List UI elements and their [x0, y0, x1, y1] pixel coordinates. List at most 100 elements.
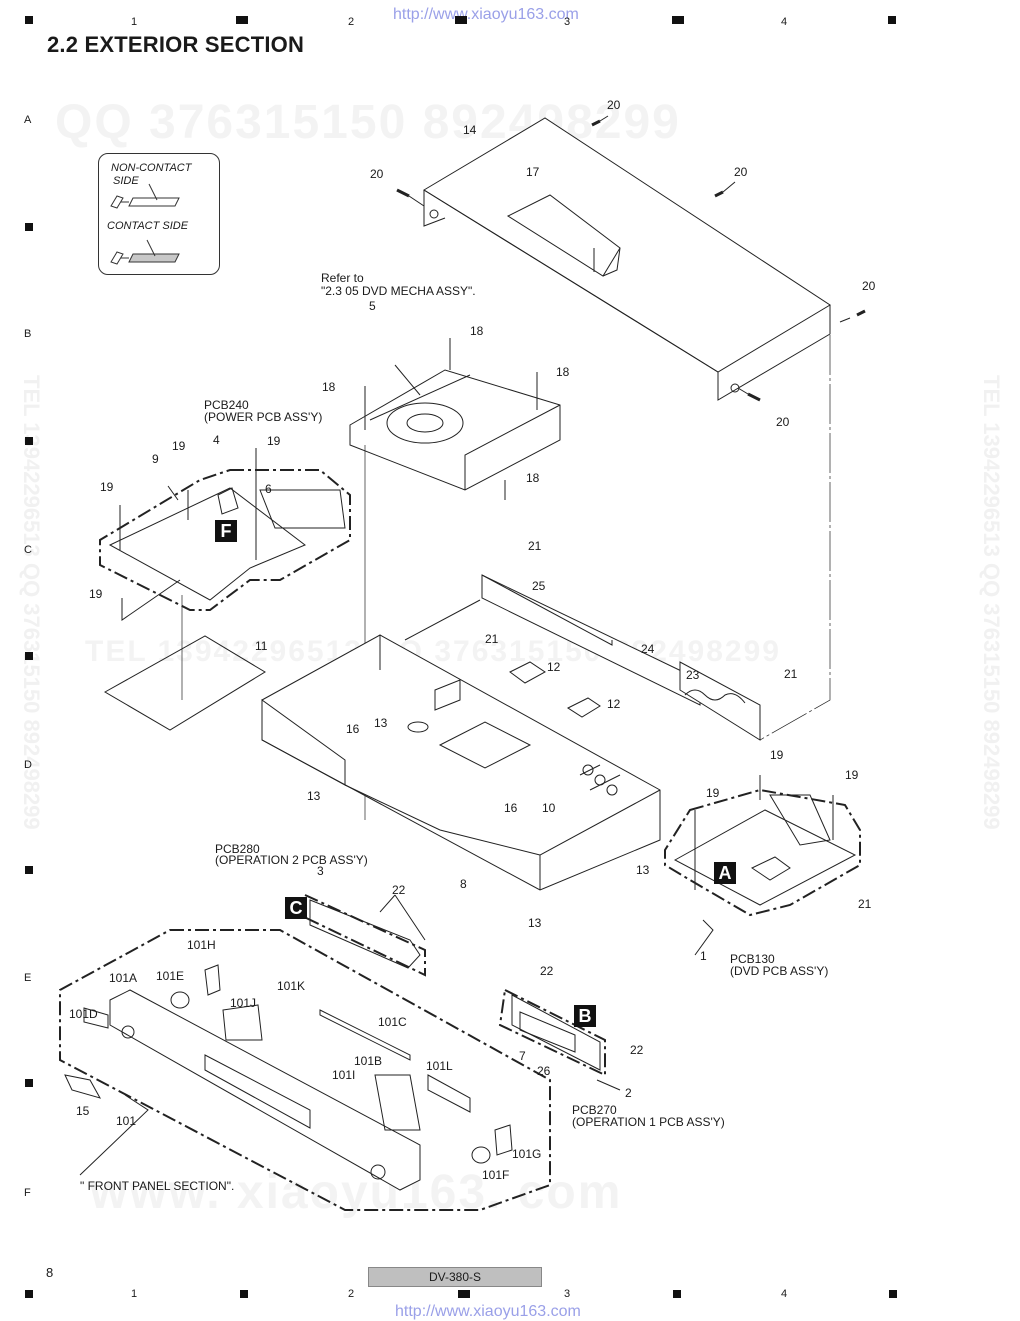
- row-label: D: [24, 759, 32, 771]
- dvd-mecha-part: [349, 338, 561, 820]
- legend-non-contact-label: NON-CONTACT: [111, 162, 192, 174]
- row-label: B: [24, 328, 32, 340]
- legend-cable-icons: [110, 183, 180, 265]
- pcb280-code: PCB280: [215, 842, 260, 856]
- pcb130-outline: [664, 775, 861, 956]
- callout-19: 19: [172, 439, 186, 453]
- pcb280-badge: C: [285, 897, 307, 919]
- callout-20: 20: [370, 167, 384, 181]
- bracket-12-part: [509, 661, 601, 718]
- callout-7: 7: [519, 1049, 526, 1063]
- column-label: 4: [781, 1288, 788, 1300]
- callout-23: 23: [686, 668, 700, 682]
- column-label: 2: [348, 16, 355, 28]
- legend-contact-label: CONTACT SIDE: [107, 220, 189, 232]
- column-label: 1: [131, 16, 138, 28]
- pcb270-badge: B: [574, 1005, 596, 1027]
- refer-note: Refer to: [321, 271, 364, 285]
- callout-101C: 101C: [378, 1015, 407, 1029]
- register-mark: [25, 437, 33, 445]
- register-mark: [25, 1079, 33, 1087]
- row-label: F: [24, 1187, 31, 1199]
- callout-26: 26: [537, 1064, 551, 1078]
- callout-6: 6: [265, 482, 272, 496]
- pcb280-name: (OPERATION 2 PCB ASS'Y): [215, 853, 368, 867]
- row-label: C: [24, 544, 32, 556]
- pcb270-name: (OPERATION 1 PCB ASS'Y): [572, 1115, 725, 1129]
- callout-13: 13: [636, 863, 650, 877]
- callout-16: 16: [504, 801, 518, 815]
- refer-note-2: "2.3 05 DVD MECHA ASSY".: [321, 284, 476, 298]
- callout-19: 19: [267, 434, 281, 448]
- callout-101L: 101L: [426, 1059, 453, 1073]
- callout-20: 20: [776, 415, 790, 429]
- callout-18: 18: [556, 365, 570, 379]
- callout-101K: 101K: [277, 979, 306, 993]
- watermark-url-top: http://www.xiaoyu163.com: [393, 6, 579, 23]
- power-insulator-part: [103, 595, 266, 731]
- callout-19: 19: [770, 748, 784, 762]
- callout-12: 12: [607, 697, 621, 711]
- callout-5: 5: [369, 299, 376, 313]
- pcb130-code: PCB130: [730, 952, 775, 966]
- pcb130-name: (DVD PCB ASS'Y): [730, 964, 829, 978]
- register-mark: [672, 16, 684, 24]
- callout-19: 19: [845, 768, 859, 782]
- callout-14: 14: [463, 123, 477, 137]
- register-mark: [458, 1290, 470, 1298]
- front-panel-outline: [59, 929, 551, 1211]
- column-label: 1: [131, 1288, 138, 1300]
- register-mark: [888, 16, 896, 24]
- callout-15: 15: [76, 1104, 90, 1118]
- callout-11: 11: [255, 639, 268, 653]
- callout-22: 22: [392, 883, 406, 897]
- watermark-side-left: TEL 13942296513 QQ 376315150 892498299: [19, 375, 44, 830]
- column-label: 4: [781, 16, 788, 28]
- register-mark: [25, 16, 33, 24]
- pcb130-badge: A: [714, 862, 736, 884]
- register-mark: [25, 223, 33, 231]
- callout-20: 20: [734, 165, 748, 179]
- section-title: 2.2 EXTERIOR SECTION: [47, 32, 305, 57]
- callout-2: 2: [625, 1086, 632, 1100]
- callout-101: 101: [116, 1114, 137, 1128]
- callout-13: 13: [528, 916, 542, 930]
- register-mark: [236, 16, 248, 24]
- callout-101G: 101G: [512, 1147, 542, 1161]
- callout-1: 1: [700, 949, 707, 963]
- front-panel-note: " FRONT PANEL SECTION".: [80, 1179, 235, 1193]
- callout-12: 12: [547, 660, 561, 674]
- contact-side-legend: NON-CONTACT SIDE CONTACT SIDE: [98, 153, 220, 275]
- callout-19: 19: [100, 480, 114, 494]
- register-mark: [240, 1290, 248, 1298]
- callout-18: 18: [322, 380, 336, 394]
- pcb240-outline: [99, 448, 351, 621]
- callout-10: 10: [542, 801, 556, 815]
- callout-101H: 101H: [187, 938, 216, 952]
- row-label: A: [24, 114, 32, 126]
- column-label: 3: [564, 16, 571, 28]
- callout-21: 21: [784, 667, 798, 681]
- callout-22: 22: [540, 964, 554, 978]
- callout-101A: 101A: [109, 971, 138, 985]
- callout-13: 13: [307, 789, 321, 803]
- pcb240-code: PCB240: [204, 398, 249, 412]
- register-mark: [25, 1290, 33, 1298]
- callout-101B: 101B: [354, 1054, 383, 1068]
- callout-13: 13: [374, 716, 388, 730]
- pcb280-outline: [298, 893, 426, 977]
- model-label: DV-380-S: [368, 1267, 542, 1287]
- pcb270-outline: [498, 988, 621, 1091]
- pcb240-name: (POWER PCB ASS'Y): [204, 410, 323, 424]
- screw-20-group: [396, 115, 866, 402]
- callout-9: 9: [152, 452, 159, 466]
- callout-20: 20: [607, 98, 621, 112]
- callout-25: 25: [532, 579, 546, 593]
- callout-4: 4: [213, 433, 220, 447]
- callout-19: 19: [706, 786, 720, 800]
- callout-3: 3: [317, 864, 324, 878]
- callout-17: 17: [526, 165, 540, 179]
- register-mark: [455, 16, 467, 24]
- watermark-url-bottom: http://www.xiaoyu163.com: [395, 1303, 581, 1320]
